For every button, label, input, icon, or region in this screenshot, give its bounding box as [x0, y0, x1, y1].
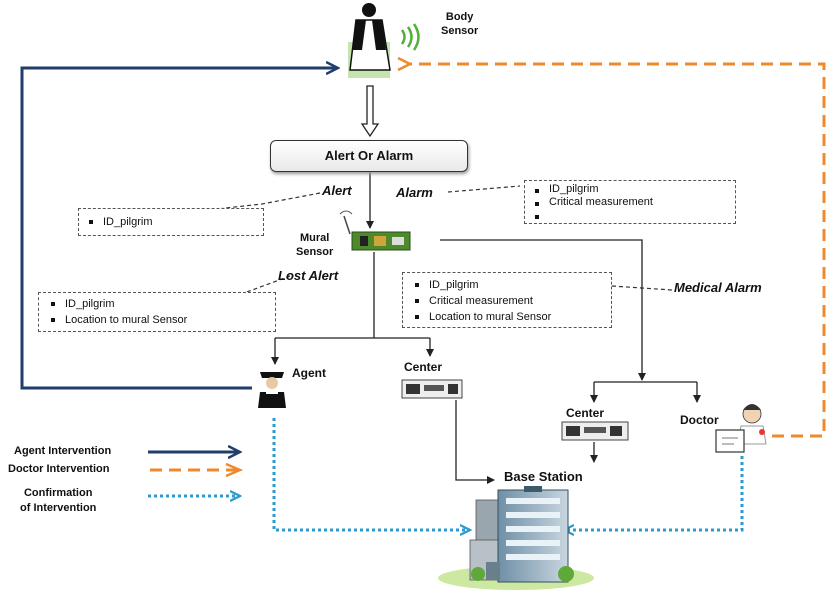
center-label-1: Center [404, 360, 443, 374]
center1-to-base-arrow [455, 400, 495, 484]
agent-confirm-line [272, 418, 470, 530]
body-sensor-icon [348, 3, 420, 78]
doctor-icon [715, 404, 767, 453]
mural-sensor-label: Mural Sensor [296, 231, 333, 259]
legend-confirm-text: Confirmation of Intervention [20, 486, 96, 516]
agent-icon [258, 372, 286, 408]
doctor-intervention-line [408, 64, 826, 438]
alarm-info-box: ID_pilgrim Critical measurement [524, 180, 736, 224]
alert-info-item: ID_pilgrim [83, 214, 263, 230]
medical-alarm-info-box: ID_pilgrim Critical measurement Location… [402, 272, 612, 328]
legend-agent-text: Agent Intervention [14, 445, 112, 457]
mural-sensor-label-line1: Mural [299, 232, 330, 244]
alarm-info-item: Critical measurement [529, 196, 735, 209]
lost-alert-info-box: ID_pilgrim Location to mural Sensor [38, 292, 276, 332]
lost-alert-info-item: ID_pilgrim [45, 296, 275, 312]
alert-info-box: ID_pilgrim [78, 208, 264, 236]
medical-alarm-info-item: ID_pilgrim [409, 277, 611, 293]
lost-alert-info-item: Location to mural Sensor [45, 312, 275, 328]
legend-confirm-line1: Confirmation [23, 487, 93, 499]
body-sensor-label-line1: Body [445, 11, 474, 23]
base-station-label: Base Station [504, 469, 583, 484]
center-icon-1 [401, 379, 463, 399]
lost-alert-label: Lost Alert [278, 268, 339, 283]
legend-doctor-text: Doctor Intervention [8, 463, 110, 475]
lost-alert-connector [235, 275, 291, 297]
mural-sensor-label-line2: Sensor [296, 246, 334, 258]
legend-confirm-line2: of Intervention [20, 502, 97, 514]
hollow-down-arrow [360, 85, 380, 138]
doctor-label: Doctor [680, 413, 719, 427]
center-label-2: Center [566, 406, 605, 420]
alarm-info-item: ID_pilgrim [529, 183, 735, 196]
medical-alarm-info-item: Location to mural Sensor [409, 309, 611, 325]
agent-intervention-line [20, 68, 338, 390]
agent-label: Agent [292, 366, 326, 380]
mural-right-line [440, 239, 646, 381]
mural-sensor-icon [339, 210, 411, 251]
alarm-connector [447, 185, 521, 193]
alert-label: Alert [322, 183, 352, 198]
alarm-label: Alarm [396, 185, 433, 200]
medical-alarm-info-item: Critical measurement [409, 293, 611, 309]
legend-doctor-arrowhead [225, 462, 244, 478]
body-sensor-label: Body Sensor [441, 10, 478, 38]
medical-alarm-label: Medical Alarm [674, 280, 762, 295]
alert-or-alarm-box: Alert Or Alarm [270, 140, 468, 172]
center-icon-2 [561, 421, 629, 441]
base-station-icon [438, 486, 594, 590]
doctor-confirm-line [564, 456, 744, 530]
body-sensor-label-line2: Sensor [441, 25, 479, 37]
